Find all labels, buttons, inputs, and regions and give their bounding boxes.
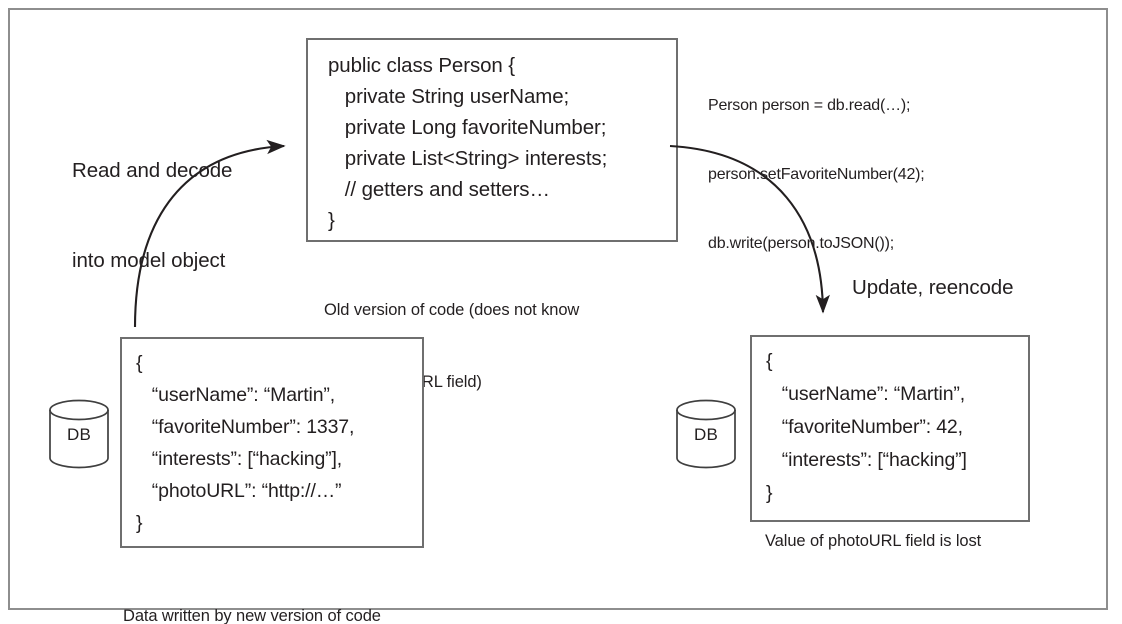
database-icon <box>676 399 736 469</box>
json-line: “favoriteNumber”: 42, <box>766 416 963 438</box>
json-line: “favoriteNumber”: 1337, <box>136 416 355 438</box>
json-line: “userName”: “Martin”, <box>766 383 966 405</box>
json-line: “photoURL”: “http://…” <box>136 480 342 502</box>
data-written-caption: Data written by new version of code (inc… <box>123 556 381 624</box>
database-label-left: DB <box>66 425 92 444</box>
database-cylinder-left: DB <box>48 398 110 472</box>
code-line: // getters and setters… <box>328 178 550 201</box>
diagram-frame: public class Person { private String use… <box>8 8 1108 624</box>
json-line: “interests”: [“hacking”] <box>766 449 967 471</box>
json-line: } <box>136 512 143 534</box>
label-line: into model object <box>72 249 226 272</box>
read-and-decode-label: Read and decode into model object <box>72 96 232 336</box>
database-icon <box>49 399 109 469</box>
code-line: private String userName; <box>328 85 570 108</box>
code-line: private Long favoriteNumber; <box>328 116 607 139</box>
caption-line: Old version of code (does not know <box>324 301 580 319</box>
stored-record-new-version-box: { “userName”: “Martin”, “favoriteNumber”… <box>120 337 424 548</box>
person-class-code-lines: public class Person { private String use… <box>328 50 670 236</box>
json-line: } <box>766 482 773 504</box>
json-line: “interests”: [“hacking”], <box>136 448 343 470</box>
right-json-lines: { “userName”: “Martin”, “favoriteNumber”… <box>766 345 1024 510</box>
value-lost-caption: Value of photoURL field is lost <box>765 532 982 550</box>
code-line: } <box>328 209 335 232</box>
label-line: Read and decode <box>72 159 233 182</box>
stored-record-after-rewrite-box: { “userName”: “Martin”, “favoriteNumber”… <box>750 335 1030 522</box>
code-line: private List<String> interests; <box>328 147 608 170</box>
person-class-code-box: public class Person { private String use… <box>306 38 678 242</box>
database-label-right: DB <box>693 425 719 444</box>
left-json-lines: { “userName”: “Martin”, “favoriteNumber”… <box>136 347 418 539</box>
snippet-line: Person person = db.read(…); <box>708 97 911 114</box>
code-line: public class Person { <box>328 54 516 77</box>
label-line: Update, reencode <box>852 276 1014 299</box>
database-cylinder-right: DB <box>675 398 737 472</box>
snippet-line: person.setFavoriteNumber(42); <box>708 166 925 183</box>
json-line: { <box>136 352 143 374</box>
caption-line: Data written by new version of code <box>123 607 381 624</box>
json-line: { <box>766 350 773 372</box>
json-line: “userName”: “Martin”, <box>136 384 336 406</box>
